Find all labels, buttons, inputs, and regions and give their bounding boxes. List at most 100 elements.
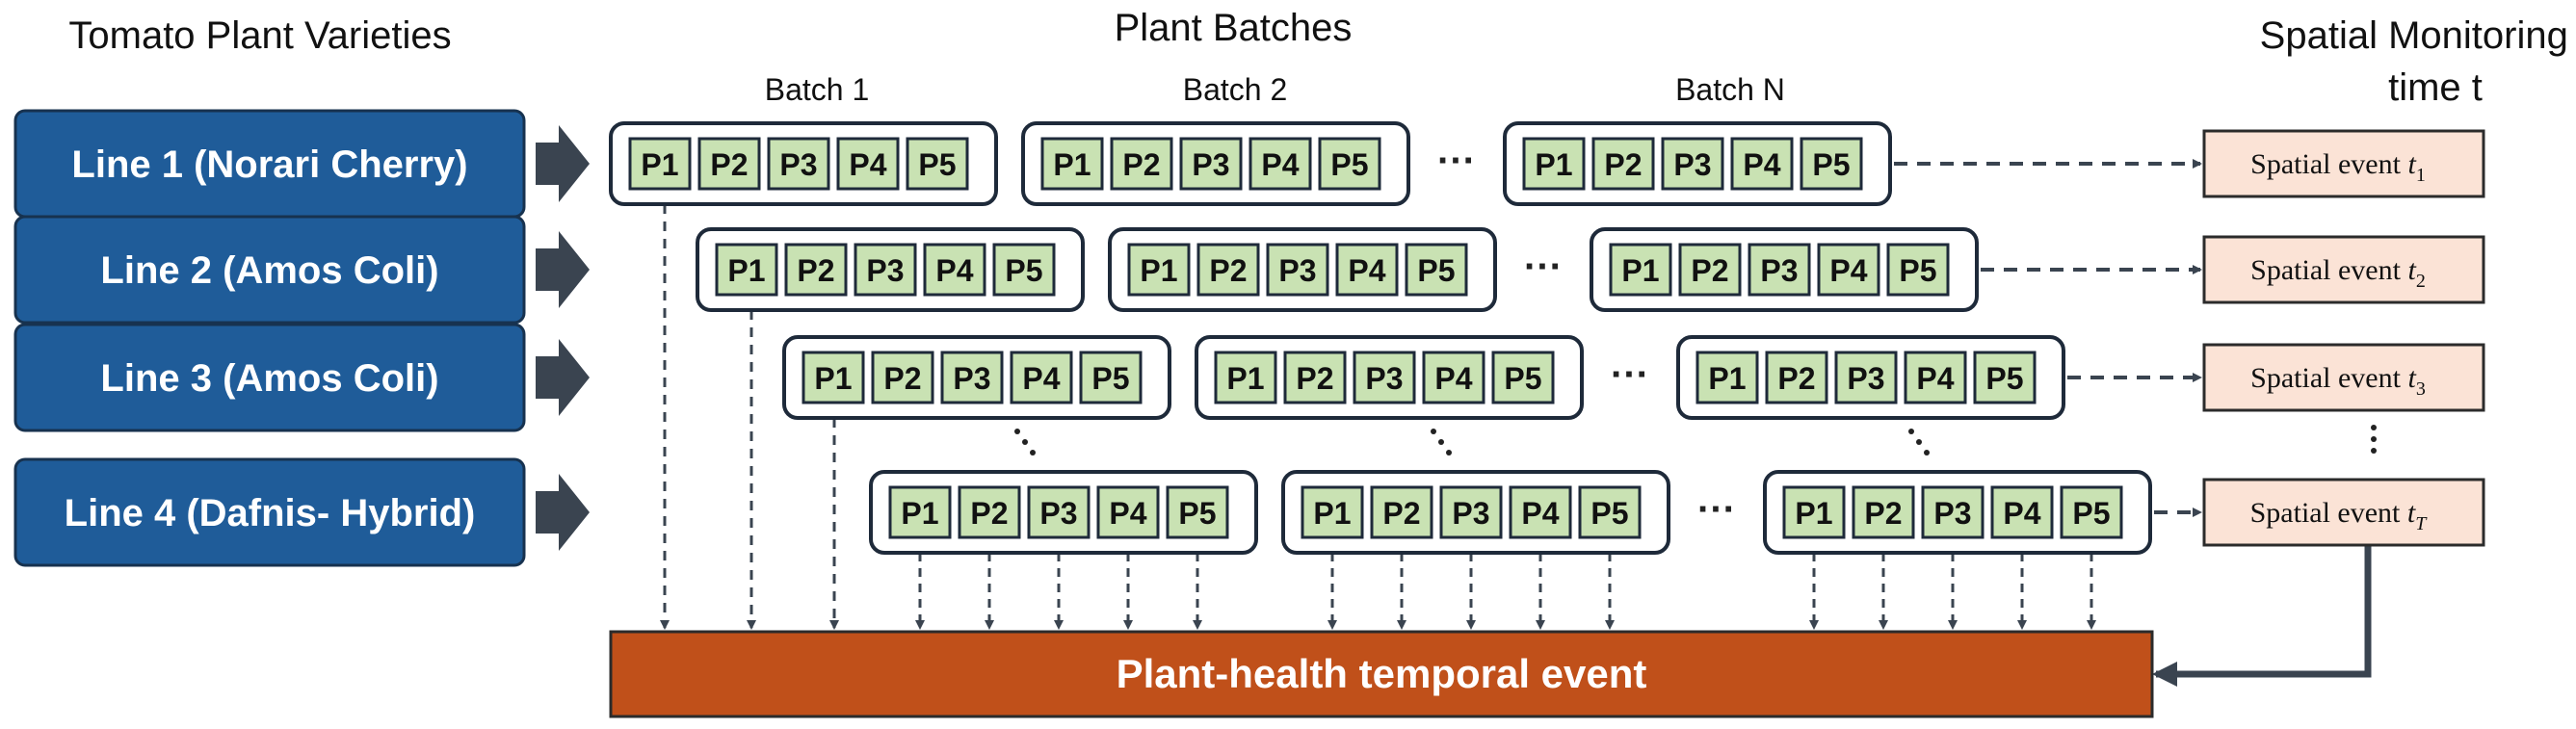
plant-box-p2 — [1852, 485, 1915, 539]
plant-box-p1 — [888, 485, 952, 539]
plant-box-p5 — [2060, 485, 2123, 539]
plant-label-p3: P3 — [1933, 496, 1971, 531]
spatial-event-label: Spatial event t3 — [2250, 362, 2426, 400]
plant-label-p4: P4 — [2003, 496, 2040, 531]
plant-label-p4: P4 — [1743, 147, 1780, 182]
plant-box-p5 — [1973, 351, 2037, 404]
variety-line-3: Line 3 (Amos Coli) — [13, 323, 590, 432]
plant-label-p3: P3 — [1673, 147, 1711, 182]
batch-header-3: Batch N — [1675, 72, 1785, 107]
plant-label-p2: P2 — [1604, 147, 1642, 182]
plant-box-p5 — [1318, 137, 1381, 191]
plant-box-p3 — [1353, 351, 1416, 404]
plant-box-p1 — [802, 351, 865, 404]
plant-label-p2: P2 — [1209, 253, 1247, 288]
plant-label-p3: P3 — [1365, 361, 1403, 396]
plant-label-p2: P2 — [1864, 496, 1902, 531]
plant-label-p1: P1 — [1226, 361, 1264, 396]
plant-box-p4 — [1249, 137, 1312, 191]
plant-box-p1 — [1609, 243, 1672, 297]
plant-box-p2 — [784, 243, 848, 297]
plant-label-p5: P5 — [1091, 361, 1129, 396]
diagonal-dots-1 — [1014, 429, 1036, 456]
plant-label-p1: P1 — [641, 147, 678, 182]
plant-label-p1: P1 — [1621, 253, 1659, 288]
plant-box-p5 — [906, 137, 969, 191]
plant-label-p1: P1 — [1313, 496, 1351, 531]
plant-box-p4 — [836, 137, 900, 191]
connectors — [660, 159, 2372, 687]
plant-label-p4: P4 — [935, 253, 973, 288]
plant-box-p3 — [1748, 243, 1811, 297]
block-arrow-icon — [536, 125, 590, 202]
plant-label-p2: P2 — [710, 147, 748, 182]
plant-label-p4: P4 — [1521, 496, 1559, 531]
plant-label-p5: P5 — [1005, 253, 1042, 288]
line-box — [13, 215, 526, 325]
plant-box-p4 — [923, 243, 986, 297]
diagonal-dots-3 — [1908, 429, 1930, 456]
plant-label-p5: P5 — [1899, 253, 1936, 288]
plant-label-p1: P1 — [727, 253, 765, 288]
plant-box-p3 — [1661, 137, 1724, 191]
plant-label-p3: P3 — [1278, 253, 1316, 288]
variety-lines: Line 1 (Norari Cherry) Line 2 (Amos Coli)… — [13, 109, 590, 567]
monitoring-header-line2: time t — [2388, 66, 2483, 109]
plant-box-p3 — [1027, 485, 1091, 539]
plant-box-p3 — [854, 243, 917, 297]
plant-label-p2: P2 — [1382, 496, 1420, 531]
plant-label-p4: P4 — [1348, 253, 1385, 288]
plant-label-p1: P1 — [1053, 147, 1091, 182]
plant-label-p5: P5 — [1178, 496, 1216, 531]
plant-label-p4: P4 — [1261, 147, 1299, 182]
plant-box-p3 — [1439, 485, 1503, 539]
plant-box-p3 — [1834, 351, 1898, 404]
plant-box-p4 — [1817, 243, 1880, 297]
diagonal-dots-2 — [1431, 429, 1452, 456]
events-vertical-ellipsis — [2371, 425, 2377, 454]
plant-label-p5: P5 — [918, 147, 956, 182]
plant-label-p5: P5 — [1417, 253, 1455, 288]
line-label: Line 4 (Dafnis- Hybrid) — [65, 492, 476, 534]
batch-header-2: Batch 2 — [1183, 72, 1288, 107]
varieties-header: Tomato Plant Varieties — [68, 14, 451, 57]
plant-label-p4: P4 — [1829, 253, 1867, 288]
plant-label-p1: P1 — [814, 361, 852, 396]
plant-label-p3: P3 — [1847, 361, 1884, 396]
plant-label-p1: P1 — [901, 496, 938, 531]
plant-box-p4 — [1010, 351, 1073, 404]
plant-label-p2: P2 — [1296, 361, 1333, 396]
plant-box-p5 — [1578, 485, 1642, 539]
plant-box-p1 — [1522, 137, 1586, 191]
plant-box-p5 — [1405, 243, 1468, 297]
plant-box-p3 — [940, 351, 1004, 404]
variety-line-2: Line 2 (Amos Coli) — [13, 215, 590, 325]
plant-label-p1: P1 — [1795, 496, 1832, 531]
line-label: Line 3 (Amos Coli) — [100, 357, 438, 400]
spatial-event-3: Spatial event t3 — [2202, 343, 2485, 412]
batch-headers: Batch 1 Batch 2 Batch N — [765, 72, 1785, 107]
plant-label-p4: P4 — [1434, 361, 1472, 396]
plant-box-p5 — [1886, 243, 1950, 297]
batch-header-1: Batch 1 — [765, 72, 870, 107]
batch-row2-1: P1 P2 P3 P4 P5 — [696, 227, 1085, 312]
plant-label-p1: P1 — [1708, 361, 1746, 396]
plant-label-p3: P3 — [779, 147, 817, 182]
plant-box-p4 — [1096, 485, 1160, 539]
spatial-event-label: Spatial event t1 — [2250, 148, 2426, 186]
plant-box-p1 — [1214, 351, 1277, 404]
plant-box-p5 — [1491, 351, 1555, 404]
line-label: Line 2 (Amos Coli) — [100, 249, 438, 292]
variety-line-1: Line 1 (Norari Cherry) — [13, 109, 590, 219]
plant-label-p3: P3 — [866, 253, 904, 288]
plant-label-p2: P2 — [797, 253, 834, 288]
plant-label-p3: P3 — [1039, 496, 1077, 531]
plant-box-p4 — [1904, 351, 1967, 404]
plant-label-p5: P5 — [1590, 496, 1628, 531]
